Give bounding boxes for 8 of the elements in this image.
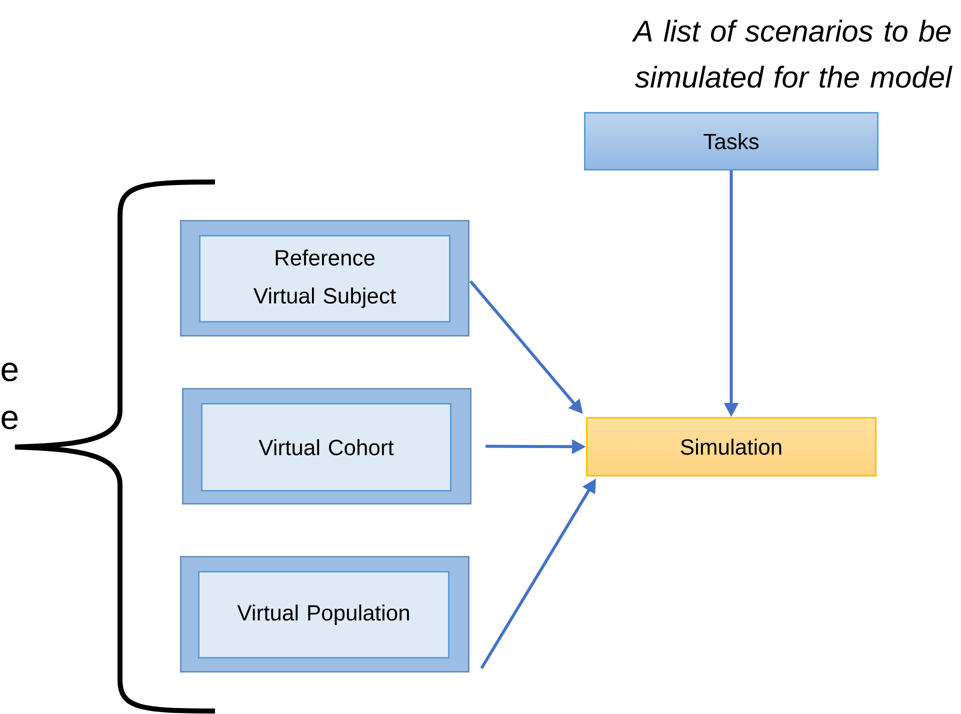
process-box: Tasks (584, 112, 878, 170)
label: e (2, 362, 18, 382)
label: e (2, 410, 18, 430)
inner-box: Reference Virtual Subject (199, 235, 450, 322)
inner-box: Virtual Population (198, 571, 450, 658)
inner-box: Virtual Cohort (201, 403, 452, 492)
process-box: Simulation (586, 417, 876, 476)
heading: A list of scenarios to be simulated for the model (632, 20, 952, 88)
